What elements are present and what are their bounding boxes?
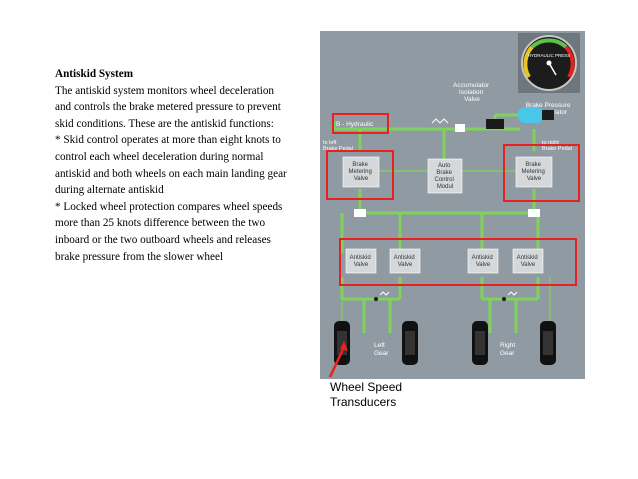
left-gear-wheels bbox=[334, 321, 418, 365]
antiskid-hydraulic-diagram: HYDRAULIC PRESS Accumulator Isolation Va… bbox=[320, 31, 585, 379]
antiskid-valve: Antiskid Valve bbox=[345, 248, 377, 274]
svg-text:Antiskid Valve: Antiskid Valve bbox=[350, 255, 373, 268]
to-left-brake-pedal-label: to left Brake Pedal bbox=[323, 140, 353, 152]
right-gear-wheels bbox=[472, 321, 556, 365]
article-line: skid conditions. These are the antiskid … bbox=[55, 117, 274, 130]
svg-text:Antiskid Valve: Antiskid Valve bbox=[472, 255, 495, 268]
article-line: brake pressure from the slower wheel bbox=[55, 250, 224, 263]
right-metering-highlight bbox=[503, 144, 580, 202]
hydraulic-pressure-gauge: HYDRAULIC PRESS bbox=[518, 33, 580, 93]
antiskid-valve: Antiskid Valve bbox=[389, 248, 421, 274]
transducer-arrow bbox=[328, 341, 348, 378]
svg-text:Auto Brake Control: Auto Brake Control Modul bbox=[434, 163, 455, 190]
article-line: * Locked wheel protection compares wheel… bbox=[55, 200, 283, 213]
svg-text:Brake Metering Val: Brake Metering Valve bbox=[348, 162, 373, 182]
right-gear-label: Right Gear bbox=[500, 342, 517, 357]
article-line: during alternate antiskid bbox=[55, 184, 164, 197]
article-line: and controls the brake metered pressure … bbox=[55, 101, 281, 114]
caption-line: Wheel Speed bbox=[330, 380, 403, 394]
wheel-speed-transducers-caption: Wheel Speed Transducers bbox=[330, 380, 402, 410]
article-line: more than 25 knots difference between th… bbox=[55, 217, 266, 230]
b-hydraulic-highlight bbox=[332, 113, 389, 134]
left-metering-highlight bbox=[326, 150, 394, 200]
antiskid-valves-highlight bbox=[339, 238, 577, 286]
b-hydraulic-label: B - Hydraulic bbox=[336, 121, 374, 128]
svg-text:Antiskid Valve: Antiskid Valve bbox=[394, 255, 417, 268]
auto-brake-control-module: Auto Brake Control Modul bbox=[427, 158, 463, 194]
article-line: inboard or the two outboard wheels and r… bbox=[55, 233, 271, 246]
left-gear-label: Left Gear bbox=[374, 342, 389, 357]
left-brake-metering-valve: Brake Metering Valve bbox=[342, 156, 380, 188]
accumulator-isolation-valve-label: Accumulator Isolation Valve bbox=[453, 82, 491, 103]
svg-text:Antiskid Valve: Antiskid Valve bbox=[517, 255, 540, 268]
caption-line: Transducers bbox=[330, 395, 397, 409]
article-line: antiskid and both wheels on each main la… bbox=[55, 167, 287, 180]
right-brake-metering-valve: Brake Metering Valve bbox=[515, 156, 553, 188]
article-line: control each wheel deceleration during n… bbox=[55, 150, 264, 163]
gauge-label: HYDRAULIC PRESS bbox=[528, 53, 571, 58]
to-right-brake-pedal-label: to right Brake Pedal bbox=[542, 140, 572, 152]
article-title: Antiskid System bbox=[55, 68, 134, 80]
article-line: The antiskid system monitors wheel decel… bbox=[55, 84, 275, 97]
valve-symbols bbox=[354, 118, 540, 301]
brake-pressure-accumulator bbox=[518, 107, 554, 123]
antiskid-description: Antiskid System The antiskid system moni… bbox=[55, 66, 315, 265]
antiskid-valve: Antiskid Valve bbox=[512, 248, 544, 274]
article-line: * Skid control operates at more than eig… bbox=[55, 134, 281, 147]
svg-text:Brake Metering Val: Brake Metering Valve bbox=[521, 162, 546, 182]
antiskid-valve: Antiskid Valve bbox=[467, 248, 499, 274]
